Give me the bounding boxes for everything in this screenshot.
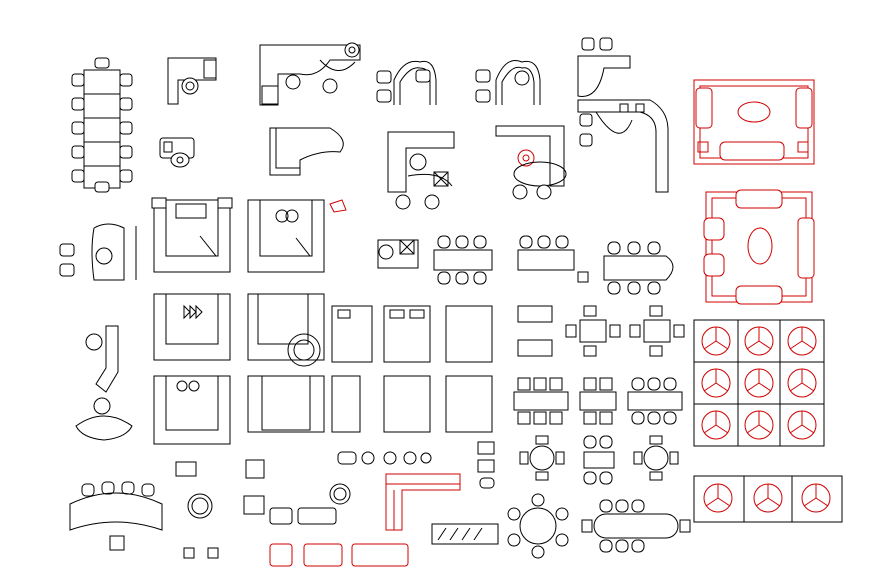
red-tile-spokes xyxy=(703,411,729,434)
dining-6-rect-a xyxy=(433,235,493,285)
red-tile-circles xyxy=(701,326,817,440)
beds-row-2 xyxy=(153,375,493,445)
desk-red-chair xyxy=(495,125,567,200)
square-tables-row xyxy=(517,305,685,357)
conference-table-block xyxy=(71,57,133,193)
dining-oval-6 xyxy=(581,499,691,553)
red-accent-chair xyxy=(329,199,347,213)
red-tile-strip xyxy=(693,475,843,523)
bed-block-2 xyxy=(247,199,325,273)
red-lounge-set-2 xyxy=(703,189,815,305)
red-tile-spokes xyxy=(789,411,815,434)
workstation-u-shape xyxy=(577,37,669,193)
curved-desk-set-1 xyxy=(376,60,437,105)
desk-with-cabinet xyxy=(387,131,455,210)
red-l-sofa xyxy=(385,473,461,531)
dining-8-rect-row xyxy=(513,377,683,425)
red-tile-grid xyxy=(693,319,825,447)
small-items-row xyxy=(337,441,495,489)
red-tile-spokes xyxy=(789,369,815,392)
red-tile-spokes xyxy=(746,327,772,350)
bed-block-3 xyxy=(153,293,231,361)
reception-desk xyxy=(269,127,344,176)
curved-sofa-bottom-left xyxy=(69,481,163,551)
single-beds-row xyxy=(331,305,493,363)
curved-desk-left xyxy=(59,223,137,281)
dining-round-6 xyxy=(507,493,569,559)
small-desk-with-chair xyxy=(159,137,195,168)
small-tables-bottom xyxy=(175,459,265,559)
red-tile-spokes xyxy=(703,327,729,350)
small-office-set xyxy=(377,239,419,269)
l-workstation-large xyxy=(259,42,361,106)
bed-block-1 xyxy=(151,197,233,273)
bench-bottom xyxy=(431,523,499,545)
round-tables-row xyxy=(519,435,679,485)
red-sofas-bottom xyxy=(269,543,409,567)
armchairs-bottom xyxy=(269,483,351,525)
bed-block-4 xyxy=(247,293,325,367)
red-tile-spokes xyxy=(703,369,729,392)
dining-6-round-end xyxy=(603,241,674,295)
red-tile-spokes xyxy=(746,369,772,392)
curved-desk-set-2 xyxy=(475,60,541,105)
angled-desk-left xyxy=(85,325,119,393)
red-tile-spokes xyxy=(746,411,772,434)
red-tile-spokes xyxy=(789,327,815,350)
red-lounge-set-1 xyxy=(693,79,815,165)
l-desk-small xyxy=(167,57,217,105)
conference-chairs xyxy=(71,57,133,193)
dining-6-rect-b xyxy=(517,235,589,283)
reception-counter-left xyxy=(75,397,133,441)
